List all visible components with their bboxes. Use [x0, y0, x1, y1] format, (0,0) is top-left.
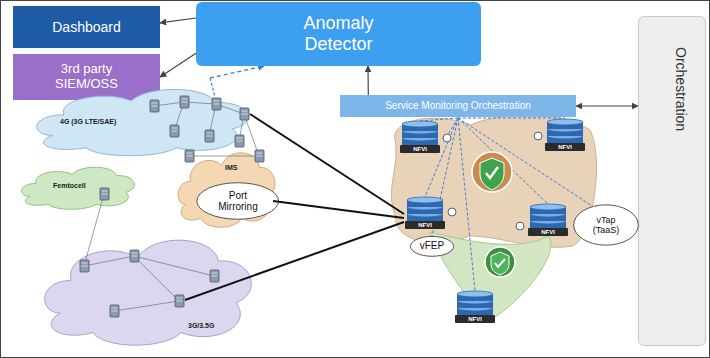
- text-group: Femtocell: [53, 182, 86, 190]
- node-label: 3rd party SIEM/OSS: [39, 62, 135, 92]
- server-stack: [400, 121, 440, 153]
- nfvi-label: NFVI: [455, 315, 495, 323]
- nfvi-label: NFVI: [405, 221, 445, 229]
- text-group: Service Monitoring Orchestration: [385, 100, 531, 112]
- connector-arrow: [576, 105, 638, 106]
- text-group: Dashboard: [52, 19, 121, 35]
- network-device: [180, 96, 189, 108]
- oval-outline: [197, 183, 279, 219]
- cloud-outline: [22, 167, 135, 209]
- node-label: vFEP: [420, 240, 444, 252]
- node-label: Port Mirroring: [212, 190, 264, 213]
- node-label: Anomaly Detector: [284, 13, 394, 54]
- text-group: vFEP: [420, 240, 444, 252]
- trust-badge: [485, 247, 515, 277]
- node-label: 4G (3G LTE/SAE): [60, 118, 116, 126]
- node-label: Dashboard: [52, 19, 121, 35]
- network-device: [100, 188, 109, 200]
- server-stack: [455, 291, 495, 323]
- network-device: [185, 150, 194, 162]
- oval-outline: [574, 205, 639, 245]
- cloud-outline: [38, 222, 258, 352]
- network-device: [235, 135, 244, 147]
- text-group: 3rd party SIEM/OSS: [39, 62, 135, 92]
- output-box: 3rd party SIEM/OSS: [13, 54, 160, 100]
- network-device: [150, 100, 159, 112]
- network-device: [240, 108, 249, 120]
- connector-arrow: [160, 53, 196, 77]
- network-device: [255, 150, 264, 162]
- cloud-outline: [45, 240, 252, 345]
- server-stack: [528, 204, 568, 236]
- network-cloud: 3G/3.5G: [38, 222, 258, 352]
- node-label: Orchestration: [673, 47, 689, 131]
- text-group: Anomaly Detector: [284, 13, 394, 54]
- network-device: [80, 260, 89, 272]
- cloud-outline: [37, 89, 248, 155]
- text-group: IMS: [225, 164, 237, 172]
- output-box: Dashboard: [13, 6, 160, 48]
- text-group: Port Mirroring: [212, 190, 264, 213]
- nfvi-label: NFVI: [528, 228, 568, 236]
- node-label: vTap (TaaS): [586, 215, 626, 236]
- tap-point: [443, 132, 542, 230]
- connector-arrow: [210, 66, 264, 78]
- node-label: Femtocell: [53, 182, 86, 190]
- tap-oval: vTap (TaaS): [573, 204, 639, 246]
- network-device: [110, 305, 119, 317]
- network-device: [212, 98, 221, 110]
- network-device: [175, 295, 184, 307]
- trust-badge: [472, 152, 512, 192]
- mirror-link: [185, 114, 404, 300]
- network-device: [170, 125, 179, 137]
- monitoring-bar: Service Monitoring Orchestration: [340, 95, 576, 117]
- network-links: [84, 102, 259, 311]
- node-label: 3G/3.5G: [188, 322, 214, 330]
- nfvi-label: NFVI: [400, 145, 440, 153]
- network-cloud: Femtocell: [18, 160, 138, 212]
- text-group: Orchestration: [673, 47, 689, 131]
- node-label: IMS: [225, 164, 237, 172]
- orchestration-panel: Orchestration: [638, 16, 706, 346]
- server-stack: [405, 197, 445, 229]
- network-device: [205, 130, 214, 142]
- network-device: [130, 250, 139, 262]
- text-group: 3G/3.5G: [188, 322, 214, 330]
- text-group: vTap (TaaS): [586, 215, 626, 236]
- oval-outline: [410, 236, 453, 256]
- connector-arrow: [160, 18, 196, 23]
- slice-region: [391, 115, 596, 247]
- monitoring-link: [210, 78, 215, 97]
- monitoring-links: [420, 118, 592, 291]
- network-device: [210, 270, 219, 282]
- nfvi-label: NFVI: [545, 143, 585, 151]
- connector-arrow: [367, 66, 369, 95]
- detector-box: Anomaly Detector: [196, 2, 481, 66]
- tap-oval: vFEP: [410, 236, 454, 257]
- port-mirroring-oval: Port Mirroring: [196, 182, 279, 220]
- text-group: 4G (3G LTE/SAE): [60, 118, 116, 126]
- node-label: Service Monitoring Orchestration: [385, 100, 531, 112]
- server-stack: [545, 119, 585, 151]
